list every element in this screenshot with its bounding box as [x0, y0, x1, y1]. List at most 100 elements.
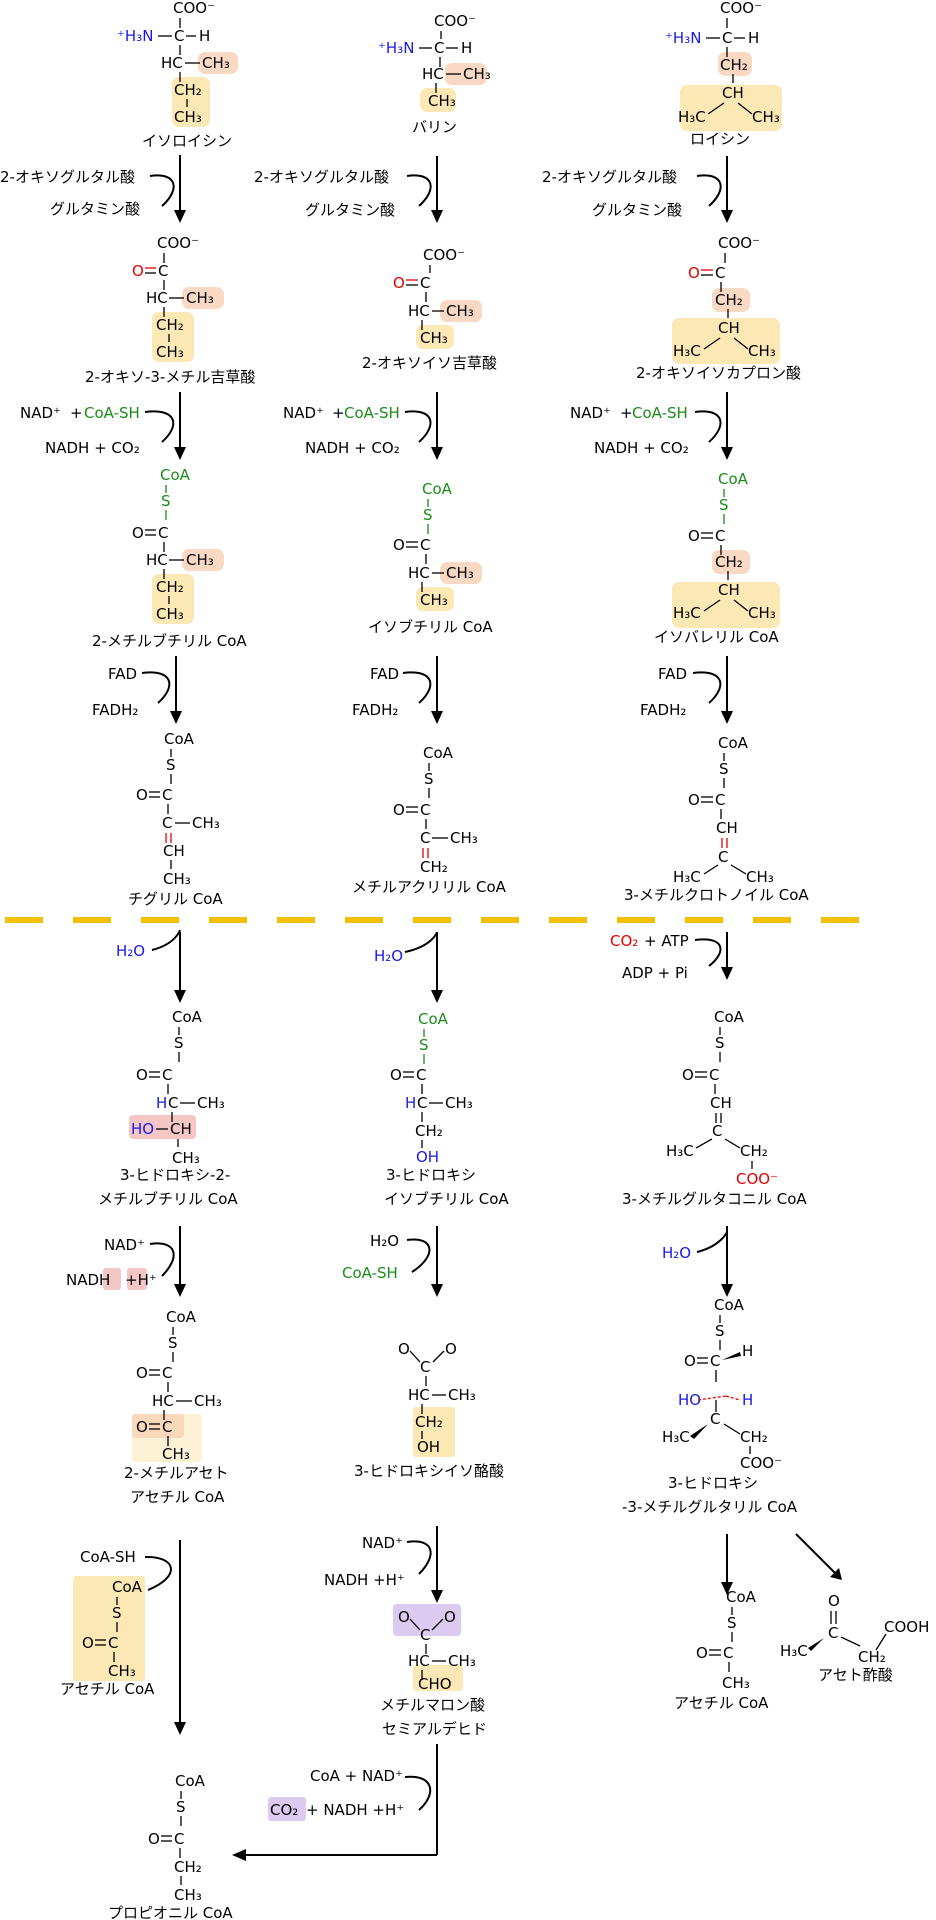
svg-text:CoA: CoA — [160, 466, 191, 484]
svg-text:NAD⁺: NAD⁺ — [362, 1534, 403, 1552]
svg-text:CH₃: CH₃ — [448, 1386, 476, 1404]
svg-text:セミアルデヒド: セミアルデヒド — [382, 1720, 487, 1738]
svg-text:CoA: CoA — [718, 734, 749, 752]
svg-text:S: S — [168, 1334, 178, 1352]
svg-text:CoA-SH: CoA-SH — [344, 404, 400, 422]
svg-text:H: H — [199, 27, 210, 45]
svg-text:CH₂: CH₂ — [715, 553, 743, 571]
svg-text:FAD: FAD — [370, 665, 399, 683]
svg-text:HC: HC — [408, 1652, 430, 1670]
svg-text:2-オキソグルタル酸: 2-オキソグルタル酸 — [542, 168, 677, 186]
svg-text:+ ATP: + ATP — [644, 932, 689, 950]
svg-text:プロピオニル CoA: プロピオニル CoA — [108, 1904, 233, 1920]
svg-text:CH₃: CH₃ — [463, 65, 491, 83]
isoleucine-column: COO⁻ ⁺H₃N C H HC CH₃ CH₂ CH₃ イソロイシン 2-オキ… — [0, 0, 255, 1920]
svg-text:CoA: CoA — [175, 1772, 206, 1790]
svg-text:CH₃: CH₃ — [174, 1886, 202, 1904]
isoleucine-hydration-arrow: H₂O — [116, 929, 186, 1003]
svg-text:NADH + CO₂: NADH + CO₂ — [305, 439, 400, 457]
svg-text:NAD⁺: NAD⁺ — [283, 404, 324, 422]
svg-text:HC: HC — [422, 65, 444, 83]
svg-text:CH₂: CH₂ — [415, 1413, 443, 1431]
svg-text:CH₂: CH₂ — [156, 316, 184, 334]
svg-text:⁺H₃N: ⁺H₃N — [378, 39, 414, 57]
svg-text:O: O — [682, 1066, 694, 1084]
svg-text:COO⁻: COO⁻ — [740, 1454, 782, 1472]
svg-text:CH: CH — [170, 1120, 192, 1138]
svg-text:S: S — [715, 1322, 725, 1340]
svg-text:CH₂: CH₂ — [415, 1122, 443, 1140]
svg-text:H: H — [748, 29, 759, 47]
coo-group: COO⁻ — [173, 0, 215, 17]
hmg-coa-structure: CoA S O C H HO H C H₃C CH₂ COO⁻ — [662, 1296, 782, 1472]
svg-text:COO⁻: COO⁻ — [720, 0, 762, 17]
svg-text:C: C — [710, 1352, 720, 1370]
svg-text:O: O — [132, 262, 144, 280]
svg-text:3-メチルグルタコニル CoA: 3-メチルグルタコニル CoA — [622, 1190, 807, 1208]
svg-text:O: O — [445, 1340, 457, 1358]
valine-oxidation-arrow: NAD⁺ NADH +H⁺ — [324, 1526, 443, 1603]
svg-text:H₃C: H₃C — [780, 1642, 808, 1660]
valine-final-decarboxylation-arrow: CoA + NAD⁺ CO₂ + NADH +H⁺ — [232, 1744, 438, 1861]
svg-text:メチルブチリル CoA: メチルブチリル CoA — [98, 1190, 238, 1208]
svg-text:HC: HC — [146, 289, 168, 307]
svg-text:CH₃: CH₃ — [174, 108, 202, 126]
leucine-lyase-arrows — [721, 1533, 842, 1595]
isoleucine-structure: COO⁻ ⁺H₃N C H HC CH₃ CH₂ CH₃ — [117, 0, 230, 126]
svg-text:+H⁺: +H⁺ — [125, 1271, 157, 1289]
svg-text:CH: CH — [710, 1094, 732, 1112]
svg-text:+: + — [70, 404, 83, 422]
svg-text:バリン: バリン — [412, 118, 457, 136]
svg-text:O: O — [148, 1830, 160, 1848]
svg-text:S: S — [419, 1036, 429, 1054]
valine-column: COO⁻ ⁺H₃N C H HC CH₃ CH₃ バリン 2-オキソグルタル酸 … — [232, 12, 509, 1861]
svg-text:CH₂: CH₂ — [715, 291, 743, 309]
svg-text:3-ヒドロキシ: 3-ヒドロキシ — [386, 1166, 476, 1184]
hydroxyisobutyrate-structure: O O C HC CH₃ CH₂ OH — [398, 1340, 476, 1456]
svg-text:CH₂: CH₂ — [740, 1142, 768, 1160]
svg-text:O: O — [136, 786, 148, 804]
svg-text:アセチル CoA: アセチル CoA — [674, 1694, 769, 1712]
svg-text:CH₃: CH₃ — [420, 329, 448, 347]
svg-text:C: C — [420, 1626, 430, 1644]
svg-text:3-ヒドロキシ-2-: 3-ヒドロキシ-2- — [120, 1166, 230, 1184]
isoleucine-label: イソロイシン — [142, 132, 232, 150]
svg-text:+ NADH +H⁺: + NADH +H⁺ — [306, 1801, 404, 1819]
svg-text:C: C — [168, 1094, 178, 1112]
svg-text:S: S — [423, 506, 433, 524]
oxo-methylvalerate-structure: COO⁻ O C HC CH₃ CH₂ CH₃ — [132, 234, 214, 361]
svg-text:C: C — [715, 791, 725, 809]
svg-text:O: O — [393, 801, 405, 819]
svg-text:CoA-SH: CoA-SH — [632, 404, 688, 422]
isoleucine-dehydrogenation-arrow: FAD FADH₂ — [92, 656, 182, 724]
svg-text:CoA + NAD⁺: CoA + NAD⁺ — [310, 1767, 403, 1785]
svg-text:H₂O: H₂O — [374, 947, 403, 965]
svg-text:2-オキソグルタル酸: 2-オキソグルタル酸 — [254, 168, 389, 186]
svg-text:O: O — [136, 1418, 148, 1436]
svg-text:NADH + CO₂: NADH + CO₂ — [45, 439, 140, 457]
methylmalonate-semialdehyde-structure: O O C HC CH₃ CHO — [398, 1608, 476, 1693]
svg-text:COO⁻: COO⁻ — [736, 1170, 778, 1188]
svg-text:C: C — [710, 1410, 720, 1428]
svg-text:C: C — [158, 262, 168, 280]
svg-text:COOH: COOH — [884, 1618, 929, 1636]
svg-text:CH₃: CH₃ — [748, 342, 776, 360]
svg-text:O: O — [390, 1066, 402, 1084]
svg-text:H₂O: H₂O — [370, 1232, 399, 1250]
svg-text:O: O — [82, 1634, 94, 1652]
svg-text:H₃C: H₃C — [673, 868, 701, 886]
isobutyryl-coa-structure: CoA S O C HC CH₃ CH₃ — [393, 480, 474, 609]
svg-text:HO: HO — [678, 1391, 701, 1409]
svg-text:CH₃: CH₃ — [446, 564, 474, 582]
isoleucine-transamination-arrow: 2-オキソグルタル酸 グルタミン酸 — [0, 155, 186, 223]
svg-text:CH₃: CH₃ — [108, 1662, 136, 1680]
svg-text:HC: HC — [408, 1386, 430, 1404]
svg-text:C: C — [715, 527, 725, 545]
svg-text:+: + — [620, 404, 633, 422]
svg-text:CoA: CoA — [422, 480, 453, 498]
svg-text:C: C — [420, 801, 430, 819]
valine-structure: COO⁻ ⁺H₃N C H HC CH₃ CH₃ — [378, 12, 491, 110]
svg-text:グルタミン酸: グルタミン酸 — [305, 201, 395, 219]
svg-text:S: S — [176, 1798, 186, 1816]
svg-text:C: C — [723, 1644, 733, 1662]
